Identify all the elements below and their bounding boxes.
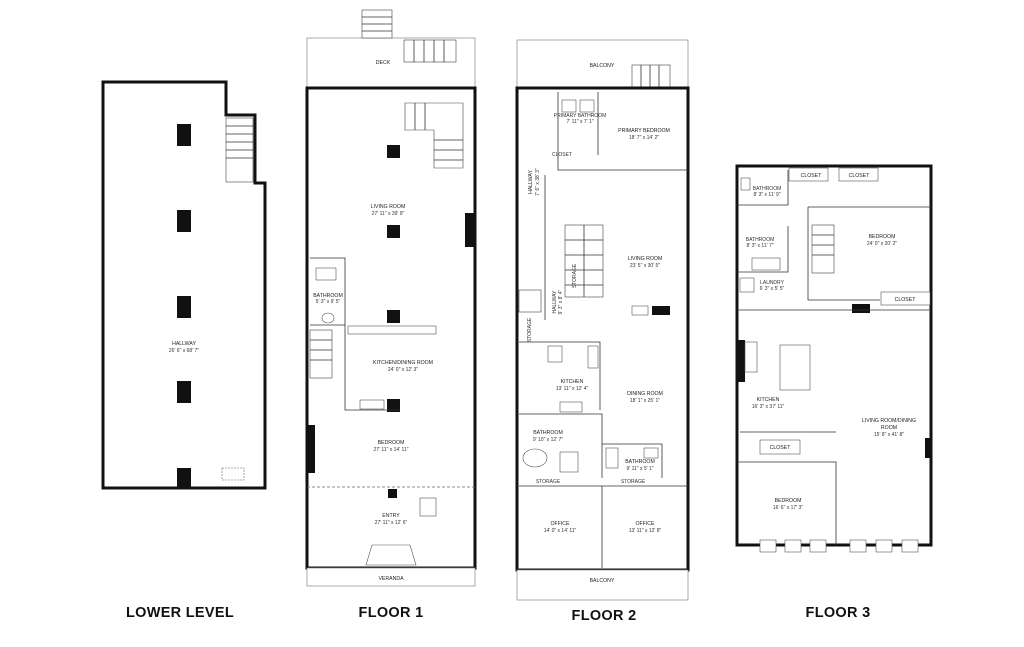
room-dims: 8' 3" x 11' 7": [746, 243, 773, 249]
room-dims: 23' 5" x 30' 5": [630, 263, 660, 269]
room-name: BEDROOM: [378, 440, 405, 446]
room-dims: 7' 11" x 7' 1": [566, 119, 593, 125]
room-name: CLOSET: [801, 173, 823, 179]
room-name: BATHROOM: [753, 186, 782, 192]
room-dims: 6' 3" x 5' 5": [760, 286, 785, 292]
room-dims: 16' 3" x 37' 11": [752, 404, 785, 410]
room-name: LIVING ROOM: [628, 256, 663, 262]
room-name: LIVING ROOM: [371, 204, 406, 210]
room-name: BALCONY: [590, 578, 615, 584]
floor-label: FLOOR 2: [572, 608, 637, 624]
room-dims: 18' 1" x 25' 1": [630, 398, 660, 404]
floor2-plan: BALCONY PRIMARY BEDROOM 18' 7" x 14' 2" …: [515, 39, 690, 624]
room-name: ENTRY: [382, 513, 400, 519]
room-name: KITCHEN: [561, 379, 584, 385]
room-name: OFFICE: [635, 521, 655, 527]
room-dims: 9' 10" x 12' 7": [533, 437, 563, 443]
room-name: CLOSET: [849, 173, 871, 179]
room-name: LAUNDRY: [760, 280, 784, 286]
floor-label: FLOOR 3: [806, 605, 871, 621]
room-dims: 24' 0" x 12' 3": [388, 367, 418, 373]
room-name: ROOM: [881, 425, 897, 431]
lower-level-plan: HALLWAY 26' 6" x 68' 7" LOWER LEVEL: [101, 80, 267, 621]
room-name: HALLWAY: [552, 290, 558, 314]
veranda-area: [306, 567, 476, 587]
room-dims: 18' 7" x 14' 2": [629, 135, 659, 141]
room-name: KITCHEN/DINING ROOM: [373, 360, 433, 366]
room-name: DINING ROOM: [627, 391, 663, 397]
room-dims: 9' 11" x 5' 1": [626, 466, 653, 472]
room-name: BATHROOM: [313, 293, 343, 299]
room-name: BEDROOM: [869, 234, 896, 240]
room-dims: 13' 11" x 12' 8": [629, 528, 662, 534]
room-dims: 9' 3" x 8' 4": [558, 289, 564, 314]
room-name: CLOSET: [552, 152, 572, 158]
room-name: HALLWAY: [528, 170, 534, 194]
room-name: BATHROOM: [746, 237, 775, 243]
room-name: PRIMARY BEDROOM: [618, 128, 670, 134]
room-dims: 7' 6" x 38' 3": [535, 168, 541, 196]
room-name: VERANDA: [378, 576, 404, 582]
room-dims: 24' 0" x 20' 2": [867, 241, 897, 247]
room-name: HALLWAY: [172, 341, 196, 347]
room-name: LIVING ROOM/DINING: [862, 418, 916, 424]
room-dims: 8' 3" x 11' 9": [753, 192, 780, 198]
room-name: CLOSET: [895, 297, 917, 303]
room-dims: 27' 11" x 12' 6": [375, 520, 408, 526]
room-dims: 15' 8" x 41' 8": [874, 432, 904, 438]
room-dims: 5' 3" x 9' 5": [316, 299, 341, 305]
room-name: KITCHEN: [757, 397, 780, 403]
room-name: STORAGE: [621, 479, 646, 485]
room-name: BATHROOM: [625, 459, 655, 465]
balcony-south: [516, 569, 689, 601]
room-name: BALCONY: [590, 63, 615, 69]
room-name: DECK: [376, 60, 391, 66]
floor3-plan: CLOSET CLOSET BATHROOM 8' 3" x 11' 9" BE…: [735, 164, 933, 621]
room-name: OFFICE: [550, 521, 570, 527]
room-dims: 14' 0" x 14' 11": [544, 528, 577, 534]
room-dims: 16' 6" x 17' 3": [773, 505, 803, 511]
room-dims: 13' 11" x 12' 4": [556, 386, 589, 392]
room-dims: 27' 11" x 39' 9": [372, 211, 405, 217]
room-name: BATHROOM: [533, 430, 563, 436]
room-name: BEDROOM: [775, 498, 802, 504]
floor-label: FLOOR 1: [359, 605, 424, 621]
room-name: STORAGE: [527, 317, 533, 342]
room-name: PRIMARY BATHROOM: [554, 113, 607, 119]
room-dims: 26' 6" x 68' 7": [169, 348, 199, 354]
floor1-plan: DECK LIVING ROOM 27' 11" x 39' 9" BATHRO…: [305, 9, 477, 621]
room-name: STORAGE: [572, 263, 578, 288]
floor-label: LOWER LEVEL: [126, 605, 234, 621]
room-name: STORAGE: [536, 479, 561, 485]
room-name: CLOSET: [770, 445, 792, 451]
room-dims: 27' 11" x 14' 11": [373, 447, 408, 453]
